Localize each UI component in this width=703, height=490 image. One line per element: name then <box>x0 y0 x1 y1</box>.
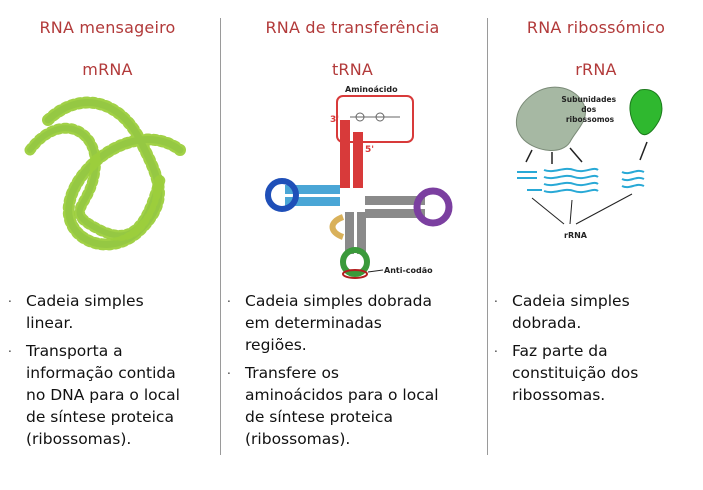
column-divider <box>487 18 488 458</box>
column-mrna: RNA mensageiro mRNA . Cadeia simples lin… <box>0 0 215 490</box>
bullet-text: Transporta a informação contida no DNA p… <box>26 342 180 448</box>
subunits-line: dos <box>581 105 597 114</box>
rrna-subtitle: rRNA <box>575 60 617 79</box>
rrna-title: RNA ribossómico <box>526 18 666 37</box>
anticodon-label: Anti-codão <box>384 266 433 275</box>
rrna-bullets: . Cadeia simples dobrada. . Faz parte da… <box>494 290 700 412</box>
bullet-text: Faz parte da constituição dos ribossomas… <box>512 342 639 404</box>
bullet-text: Cadeia simples linear. <box>26 292 144 332</box>
mrna-illustration <box>24 96 186 251</box>
column-trna: RNA de transferência tRNA Aminoácido 3' … <box>225 0 480 490</box>
bullet-dot: . <box>494 291 498 305</box>
list-item: . Cadeia simples dobrada. <box>494 290 700 334</box>
bullet-text: Cadeia simples dobrada em determinadas r… <box>245 292 432 354</box>
trna-subtitle: tRNA <box>331 60 374 79</box>
aminoacid-label: Aminoácido <box>345 85 398 94</box>
bullet-text: Transfere os aminoácidos para o local de… <box>245 364 439 448</box>
subunits-label: Subunidades dos ribossomos <box>561 95 618 124</box>
mrna-subtitle: mRNA <box>82 60 133 79</box>
bullet-dot: . <box>227 363 231 377</box>
trna-bullets: . Cadeia simples dobrada em determinadas… <box>227 290 480 456</box>
subunits-line: ribossomos <box>566 115 615 124</box>
subunits-line: Subunidades <box>561 95 616 104</box>
rrna-illustration: Subunidades dos ribossomos rRNA <box>516 86 663 240</box>
trna-title: RNA de transferência <box>265 18 440 37</box>
bullet-dot: . <box>494 341 498 355</box>
mrna-title: RNA mensageiro <box>39 18 176 37</box>
bullet-dot: . <box>227 291 231 305</box>
mrna-bullets: . Cadeia simples linear. . Transporta a … <box>8 290 209 456</box>
rrna-label: rRNA <box>564 231 588 240</box>
column-rrna: RNA ribossómico rRNA Subunidades dos rib… <box>492 0 700 490</box>
bullet-dot: . <box>8 341 12 355</box>
bullet-dot: . <box>8 291 12 305</box>
list-item: . Cadeia simples linear. <box>8 290 209 334</box>
list-item: . Transfere os aminoácidos para o local … <box>227 362 480 450</box>
end5-label: 5' <box>365 145 374 155</box>
bullet-text: Cadeia simples dobrada. <box>512 292 630 332</box>
list-item: . Cadeia simples dobrada em determinadas… <box>227 290 480 356</box>
list-item: . Faz parte da constituição dos ribossom… <box>494 340 700 406</box>
end3-label: 3' <box>330 115 339 125</box>
trna-illustration: Aminoácido 3' 5' Anti-codão <box>265 85 453 279</box>
list-item: . Transporta a informação contida no DNA… <box>8 340 209 450</box>
column-divider <box>220 18 221 458</box>
bottom-crop-edge <box>0 455 703 490</box>
